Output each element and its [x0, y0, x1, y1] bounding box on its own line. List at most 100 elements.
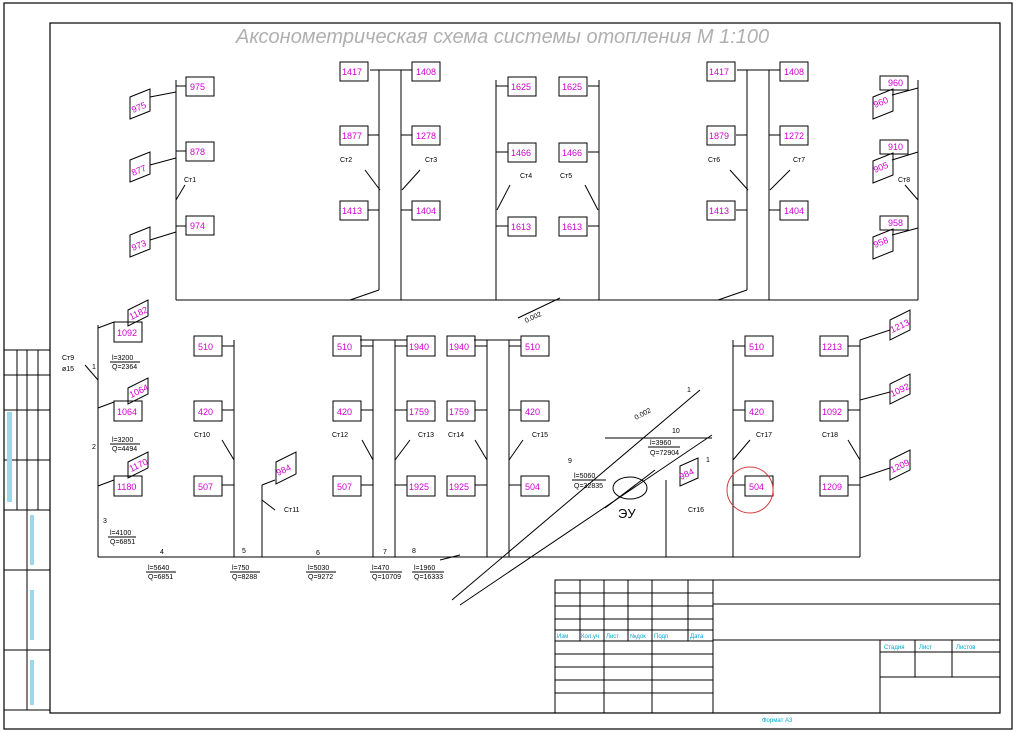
svg-text:960: 960 — [872, 95, 890, 110]
svg-text:l=750: l=750 — [232, 565, 249, 572]
svg-text:Ст7: Ст7 — [793, 157, 805, 164]
svg-text:Q=16333: Q=16333 — [414, 574, 443, 581]
svg-text:504: 504 — [525, 482, 540, 492]
svg-text:l=4100: l=4100 — [110, 530, 131, 537]
svg-text:Ст3: Ст3 — [425, 157, 437, 164]
lower-heating-system: 1182 1092 1064 1064 1170 1180 510 420 50… — [62, 299, 911, 606]
svg-text:1759: 1759 — [409, 407, 429, 417]
heating-node — [612, 476, 648, 500]
lower-slope-label: 0.002 — [634, 407, 653, 421]
svg-text:958: 958 — [872, 235, 890, 250]
svg-text:878: 878 — [190, 147, 205, 157]
svg-text:1180: 1180 — [117, 482, 136, 492]
svg-text:910: 910 — [888, 142, 903, 152]
svg-text:Ст9: Ст9 — [62, 355, 74, 362]
highlight-label: 1 — [706, 457, 710, 464]
svg-text:Кол.уч: Кол.уч — [581, 634, 599, 640]
svg-text:4: 4 — [160, 549, 164, 556]
svg-text:6: 6 — [316, 550, 320, 557]
svg-text:l=3200: l=3200 — [112, 437, 133, 444]
svg-text:l=5640: l=5640 — [148, 565, 169, 572]
svg-text:l=3960: l=3960 — [650, 440, 671, 447]
svg-text:l=5060: l=5060 — [574, 473, 595, 480]
svg-text:420: 420 — [525, 407, 540, 417]
svg-text:1940: 1940 — [409, 342, 429, 352]
svg-text:1417: 1417 — [342, 67, 362, 77]
svg-text:Ст2: Ст2 — [340, 157, 352, 164]
svg-text:1404: 1404 — [784, 206, 804, 216]
svg-text:Изм: Изм — [557, 634, 568, 640]
svg-text:Дата: Дата — [690, 634, 704, 640]
svg-text:Q=10709: Q=10709 — [372, 574, 401, 581]
svg-text:420: 420 — [749, 407, 764, 417]
svg-text:Ст17: Ст17 — [756, 432, 772, 439]
upper-riser-labels: Ст1 Ст2 Ст3 Ст4 Ст5 Ст6 Ст7 Ст8 — [184, 157, 910, 184]
svg-text:975: 975 — [190, 82, 205, 92]
svg-text:l=5030: l=5030 — [308, 565, 329, 572]
svg-text:Листов: Листов — [956, 645, 976, 651]
sheet-border — [3, 2, 1013, 730]
svg-text:Лист: Лист — [606, 634, 619, 640]
upper-slope-label: 0.002 — [524, 311, 543, 325]
svg-text:9: 9 — [568, 458, 572, 465]
svg-text:1877: 1877 — [342, 131, 362, 141]
svg-text:984: 984 — [275, 462, 293, 477]
svg-text:Q=72904: Q=72904 — [650, 450, 679, 457]
svg-text:974: 974 — [190, 221, 205, 231]
svg-text:1213: 1213 — [822, 342, 842, 352]
binding-strip — [3, 349, 51, 711]
svg-text:Ст4: Ст4 — [520, 173, 532, 180]
svg-text:Q=6851: Q=6851 — [110, 539, 135, 546]
stamp-labels: Изм Кол.уч Лист №док Подп Дата Стадия Ли… — [557, 633, 976, 724]
svg-text:Ст11: Ст11 — [284, 507, 300, 514]
svg-text:2: 2 — [92, 444, 96, 451]
lower-radiator-labels: 1182 1092 1064 1064 1170 1180 510 420 50… — [117, 305, 911, 492]
svg-text:1092: 1092 — [117, 328, 137, 338]
svg-text:1404: 1404 — [416, 206, 436, 216]
highlight-circle — [726, 466, 774, 514]
point-label: 1 — [687, 387, 691, 394]
svg-text:1940: 1940 — [449, 342, 469, 352]
svg-text:1613: 1613 — [511, 222, 531, 232]
svg-text:510: 510 — [337, 342, 352, 352]
svg-text:Подп: Подп — [654, 634, 668, 640]
lower-riser-labels: Ст9 ø15 Ст10 Ст11 Ст12 Ст13 Ст14 Ст15 Ст… — [62, 355, 838, 514]
svg-text:Ст14: Ст14 — [448, 432, 464, 439]
svg-text:Ст6: Ст6 — [708, 157, 720, 164]
svg-text:1417: 1417 — [709, 67, 729, 77]
svg-text:1408: 1408 — [416, 67, 436, 77]
svg-text:ø15: ø15 — [62, 366, 74, 373]
svg-text:Q=6851: Q=6851 — [148, 574, 173, 581]
svg-text:510: 510 — [749, 342, 764, 352]
svg-text:960: 960 — [888, 78, 903, 88]
segment-annotations: 1 l=3200 Q=2364 2 l=3200 Q=4494 3 l=4100… — [92, 355, 680, 581]
svg-text:Ст1: Ст1 — [184, 177, 196, 184]
svg-text:Ст15: Ст15 — [532, 432, 548, 439]
svg-text:1625: 1625 — [511, 82, 531, 92]
svg-text:1879: 1879 — [709, 131, 729, 141]
svg-text:1182: 1182 — [128, 305, 150, 322]
svg-text:1092: 1092 — [889, 381, 911, 399]
svg-text:420: 420 — [337, 407, 352, 417]
svg-text:1413: 1413 — [709, 206, 729, 216]
svg-text:10: 10 — [672, 428, 680, 435]
svg-text:905: 905 — [872, 160, 890, 175]
upper-radiator-labels: 975 878 974 975 877 973 1417 1877 1413 1… — [130, 67, 903, 253]
svg-text:Лист: Лист — [919, 645, 932, 651]
svg-text:510: 510 — [198, 342, 213, 352]
svg-text:Ст8: Ст8 — [898, 177, 910, 184]
svg-text:1759: 1759 — [449, 407, 469, 417]
svg-text:1925: 1925 — [409, 482, 429, 492]
svg-text:Q=32835: Q=32835 — [574, 483, 603, 490]
svg-text:504: 504 — [749, 482, 764, 492]
svg-text:Q=9272: Q=9272 — [308, 574, 333, 581]
upper-heating-system: 975 878 974 975 877 973 1417 1877 1413 1… — [129, 61, 919, 325]
svg-text:1209: 1209 — [822, 482, 842, 492]
lower-radiator-boxes — [113, 299, 911, 497]
svg-text:Ст13: Ст13 — [418, 432, 434, 439]
svg-text:1413: 1413 — [342, 206, 362, 216]
svg-text:1064: 1064 — [117, 407, 137, 417]
svg-text:Стадия: Стадия — [884, 645, 904, 651]
svg-text:1466: 1466 — [511, 148, 531, 158]
